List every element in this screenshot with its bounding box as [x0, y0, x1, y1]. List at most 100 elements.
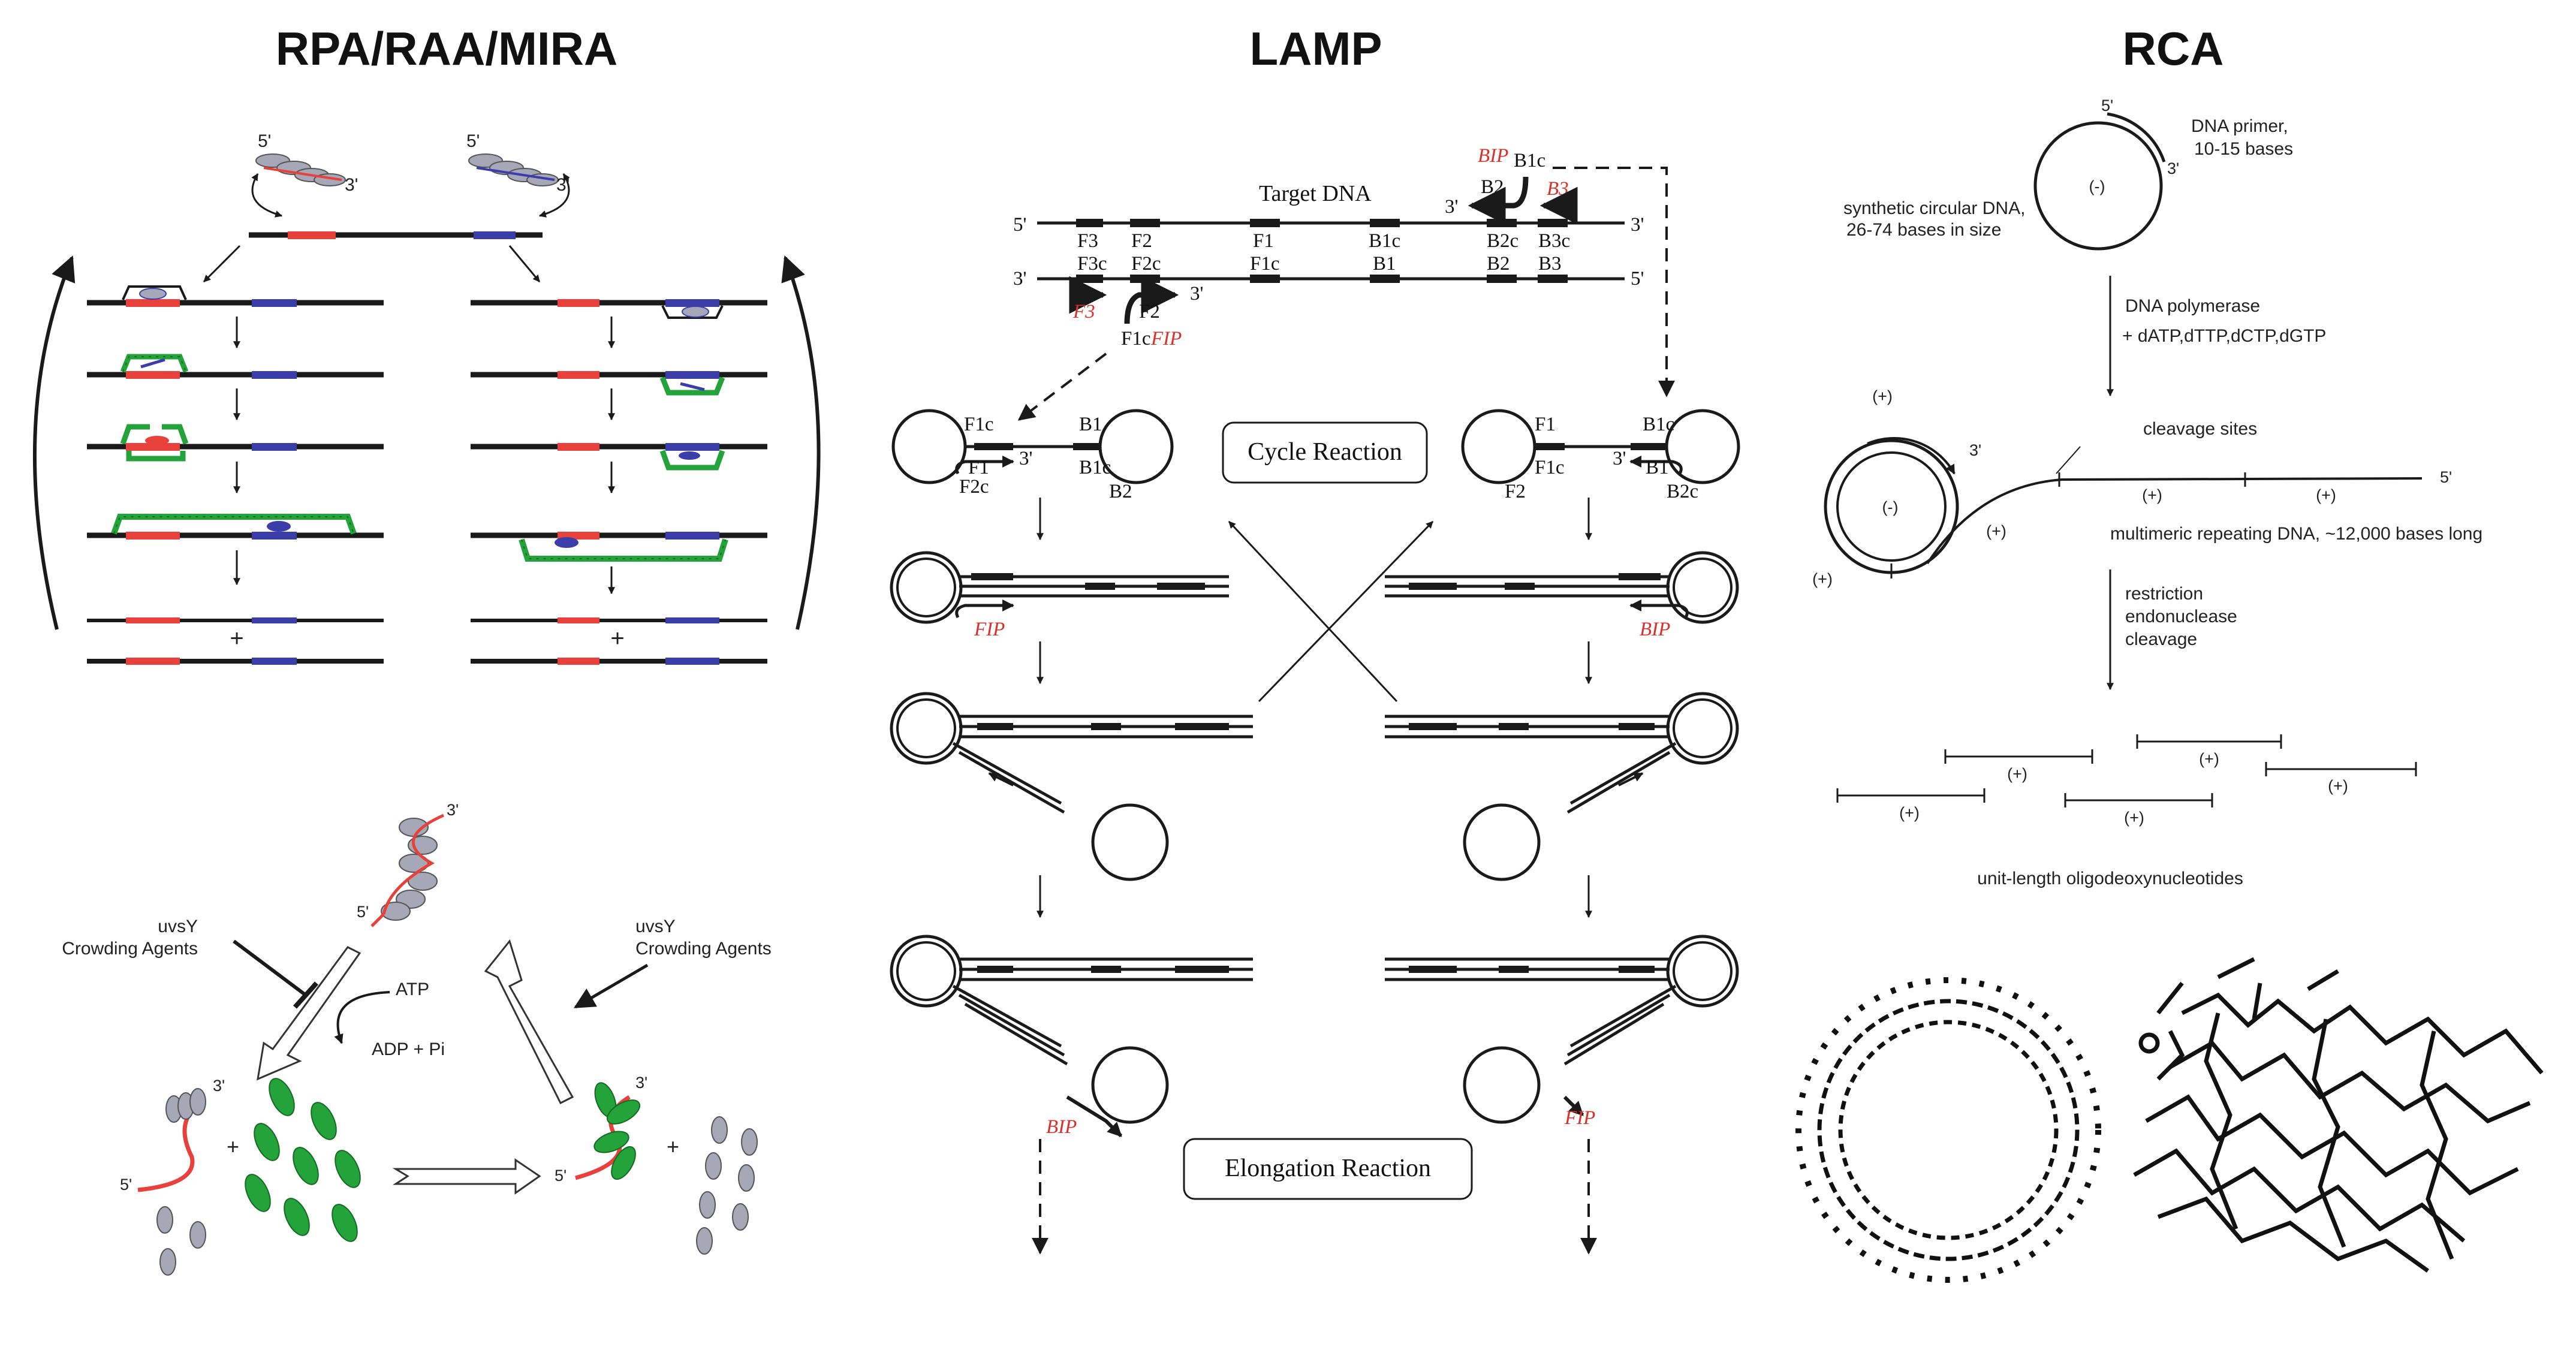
label-3prime: 3' [1631, 214, 1644, 236]
unit-length-label: unit-length oligodeoxynucleotides [1977, 869, 2243, 888]
uvsy-label: uvsY [635, 917, 676, 936]
site-label: B2 [1481, 176, 1504, 198]
b3-primer-label: B3 [1547, 178, 1569, 200]
site-label: B3 [1538, 253, 1562, 275]
label-3prime: 3' [1019, 448, 1032, 469]
nucleoprotein-filament [370, 813, 445, 927]
adp-label: ADP + Pi [372, 1039, 445, 1059]
lamp-title: LAMP [1250, 22, 1382, 75]
site-label: F2c [1131, 253, 1161, 275]
cycle-arrow-left [32, 255, 76, 630]
site-label: F2c [959, 476, 989, 498]
label-3prime: 3' [1190, 283, 1203, 305]
minus-strand-label: (-) [2089, 177, 2105, 195]
label-3prime: 3' [1445, 196, 1458, 218]
endonuclease-label: endonuclease [2125, 607, 2237, 626]
site-label: B1c [1369, 230, 1400, 252]
plus-sign: + [610, 625, 624, 652]
site-label: F1 [1535, 414, 1556, 435]
site-label: B2 [1487, 253, 1510, 275]
site-label: B2c [1487, 230, 1519, 252]
label-5prime: 5' [258, 131, 271, 151]
plus-strand-label: (+) [2328, 777, 2348, 795]
bip-primer-label: BIP [1478, 145, 1508, 167]
rpa-right-column: + [471, 299, 767, 665]
rpa-mechanism: 3' 5' uvsY Crowding Agents uvsY Crowding… [62, 801, 772, 1276]
gray-proteins-released [696, 1116, 758, 1255]
lamp-target-dna: Target DNA 5' 3' F3 F2 F1 B1c B2c B3c F3… [1013, 145, 1675, 421]
label-5prime: 5' [1013, 214, 1026, 236]
minus-strand-label: (-) [1882, 498, 1899, 516]
multimeric-dna-label: multimeric repeating DNA, ~12,000 bases … [2110, 524, 2482, 544]
fip-primer-label: FIP [974, 619, 1005, 640]
restriction-label: restriction [2125, 584, 2203, 604]
site-label: B2 [1109, 481, 1132, 502]
cycle-reaction-box: Cycle Reaction [1222, 421, 1428, 484]
label-3prime: 3' [2167, 159, 2179, 177]
label-5prime: 5' [466, 131, 480, 151]
site-label: B3c [1538, 230, 1570, 252]
rpa-left-column: + [87, 285, 384, 665]
plus-strand-label: (+) [1812, 570, 1833, 588]
cross-arrow [1258, 520, 1434, 703]
hollow-arrow-down [257, 946, 361, 1081]
site-label: F1 [968, 457, 989, 478]
label-3prime: 3' [345, 175, 358, 195]
site-label: F2 [1131, 230, 1152, 252]
uvsy-label: uvsY [158, 917, 198, 936]
dna-primer-label: DNA primer, [2191, 116, 2288, 136]
rca-fragments [1836, 734, 2417, 807]
polymerase-label: DNA polymerase [2125, 296, 2260, 316]
plus-strand-label: (+) [2007, 765, 2027, 783]
recombinase-complex-left [255, 153, 346, 186]
cleavage-sites-label: cleavage sites [2143, 419, 2257, 439]
plus-sign: + [227, 1134, 239, 1159]
atp-label: ATP [396, 980, 429, 999]
label-3prime: 3' [1969, 441, 1981, 459]
plus-strand-label: (+) [2142, 486, 2162, 504]
site-label: F1c [1535, 457, 1565, 478]
dntps-label: + dATP,dTTP,dCTP,dGTP [2122, 326, 2326, 346]
cleavage-label: cleavage [2125, 629, 2197, 649]
label-3prime: 3' [1613, 448, 1626, 469]
site-label: B1c [1079, 457, 1111, 478]
bip-primer-label: BIP [1046, 1116, 1077, 1138]
label-5prime: 5' [2440, 468, 2452, 486]
elongation-reaction-box: Elongation Reaction [1183, 1138, 1473, 1200]
site-label: F1c [964, 414, 994, 435]
lamp-stemloop-row3 [890, 692, 1739, 881]
recombinase-complex-right [468, 153, 559, 186]
cross-arrow [1228, 520, 1398, 703]
hollow-arrow-up [484, 939, 574, 1105]
lamp-stemloop-row2: FIP BIP [890, 551, 1739, 640]
lamp-stemloop-row4: BIP FIP [890, 935, 1739, 1138]
rca-template-circle: (-) 5' 3' DNA primer, 10-15 bases synthe… [1843, 97, 2293, 251]
site-label: B1c [1643, 414, 1674, 435]
label-5prime: 5' [120, 1176, 132, 1194]
lamp-panel: LAMP Target DNA 5' 3' F3 F2 F1 B1c B2c B… [890, 22, 1740, 1255]
plus-strand-label: (+) [1872, 387, 1893, 405]
label-5prime: 5' [1631, 268, 1644, 290]
rpa-panel: RPA/RAA/MIRA 5' 3' 5' [32, 22, 821, 1276]
plus-strand-label: (+) [1986, 522, 2006, 540]
site-label: B1 [1646, 457, 1669, 478]
plus-sign: + [230, 625, 243, 652]
linear-dna-structure [2133, 957, 2544, 1273]
circular-dna-label: synthetic circular DNA, [1843, 198, 2025, 218]
site-label: B1 [1373, 253, 1396, 275]
bip-primer-label: BIP [1640, 619, 1670, 640]
site-label: B1c [1514, 150, 1545, 171]
rpa-template: 5' 3' 5' 3' [203, 131, 570, 283]
green-proteins [245, 1078, 361, 1242]
dna-primer-length: 10-15 bases [2194, 139, 2293, 159]
circular-dna-structure [1795, 977, 2101, 1283]
site-label: B2c [1667, 481, 1698, 502]
site-label: B1 [1079, 414, 1102, 435]
site-label: F3 [1077, 230, 1098, 252]
rca-panel: RCA (-) 5' 3' DNA primer, 10-15 bases sy… [1795, 22, 2544, 1283]
fip-primer-label: FIP [1564, 1107, 1595, 1129]
label-3prime: 3' [213, 1077, 225, 1095]
site-label: F1 [1253, 230, 1274, 252]
crowding-agents-label: Crowding Agents [635, 939, 772, 959]
